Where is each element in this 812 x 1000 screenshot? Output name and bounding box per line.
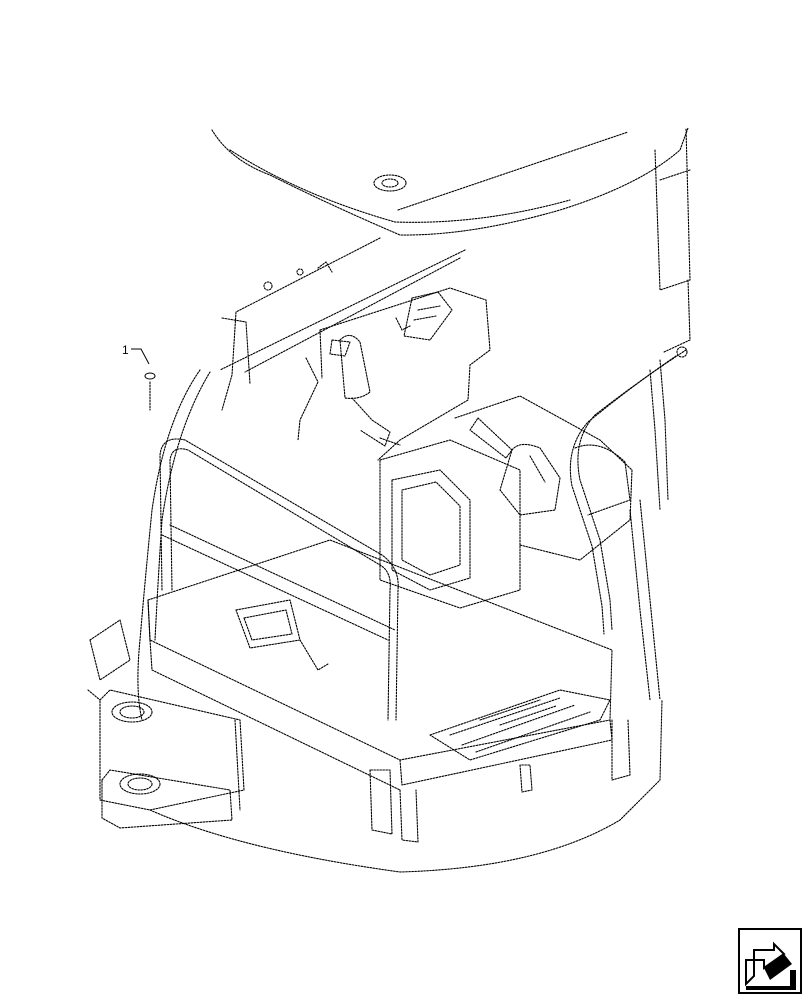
left-front-handrail — [159, 438, 399, 721]
center-control-console — [379, 395, 633, 609]
base-frame — [87, 619, 663, 873]
next-page-button[interactable] — [738, 928, 802, 994]
cab-roof — [211, 127, 691, 353]
left-side-frame — [137, 237, 466, 721]
callout-label: 1 — [122, 343, 129, 357]
right-handrail — [569, 346, 688, 701]
right-control-console — [297, 287, 491, 461]
next-page-arrow-icon — [745, 941, 796, 990]
floor-platform — [147, 539, 613, 791]
part-marker-icon — [144, 372, 156, 380]
callout-1: 1 — [122, 343, 156, 411]
leader-line — [131, 348, 150, 365]
